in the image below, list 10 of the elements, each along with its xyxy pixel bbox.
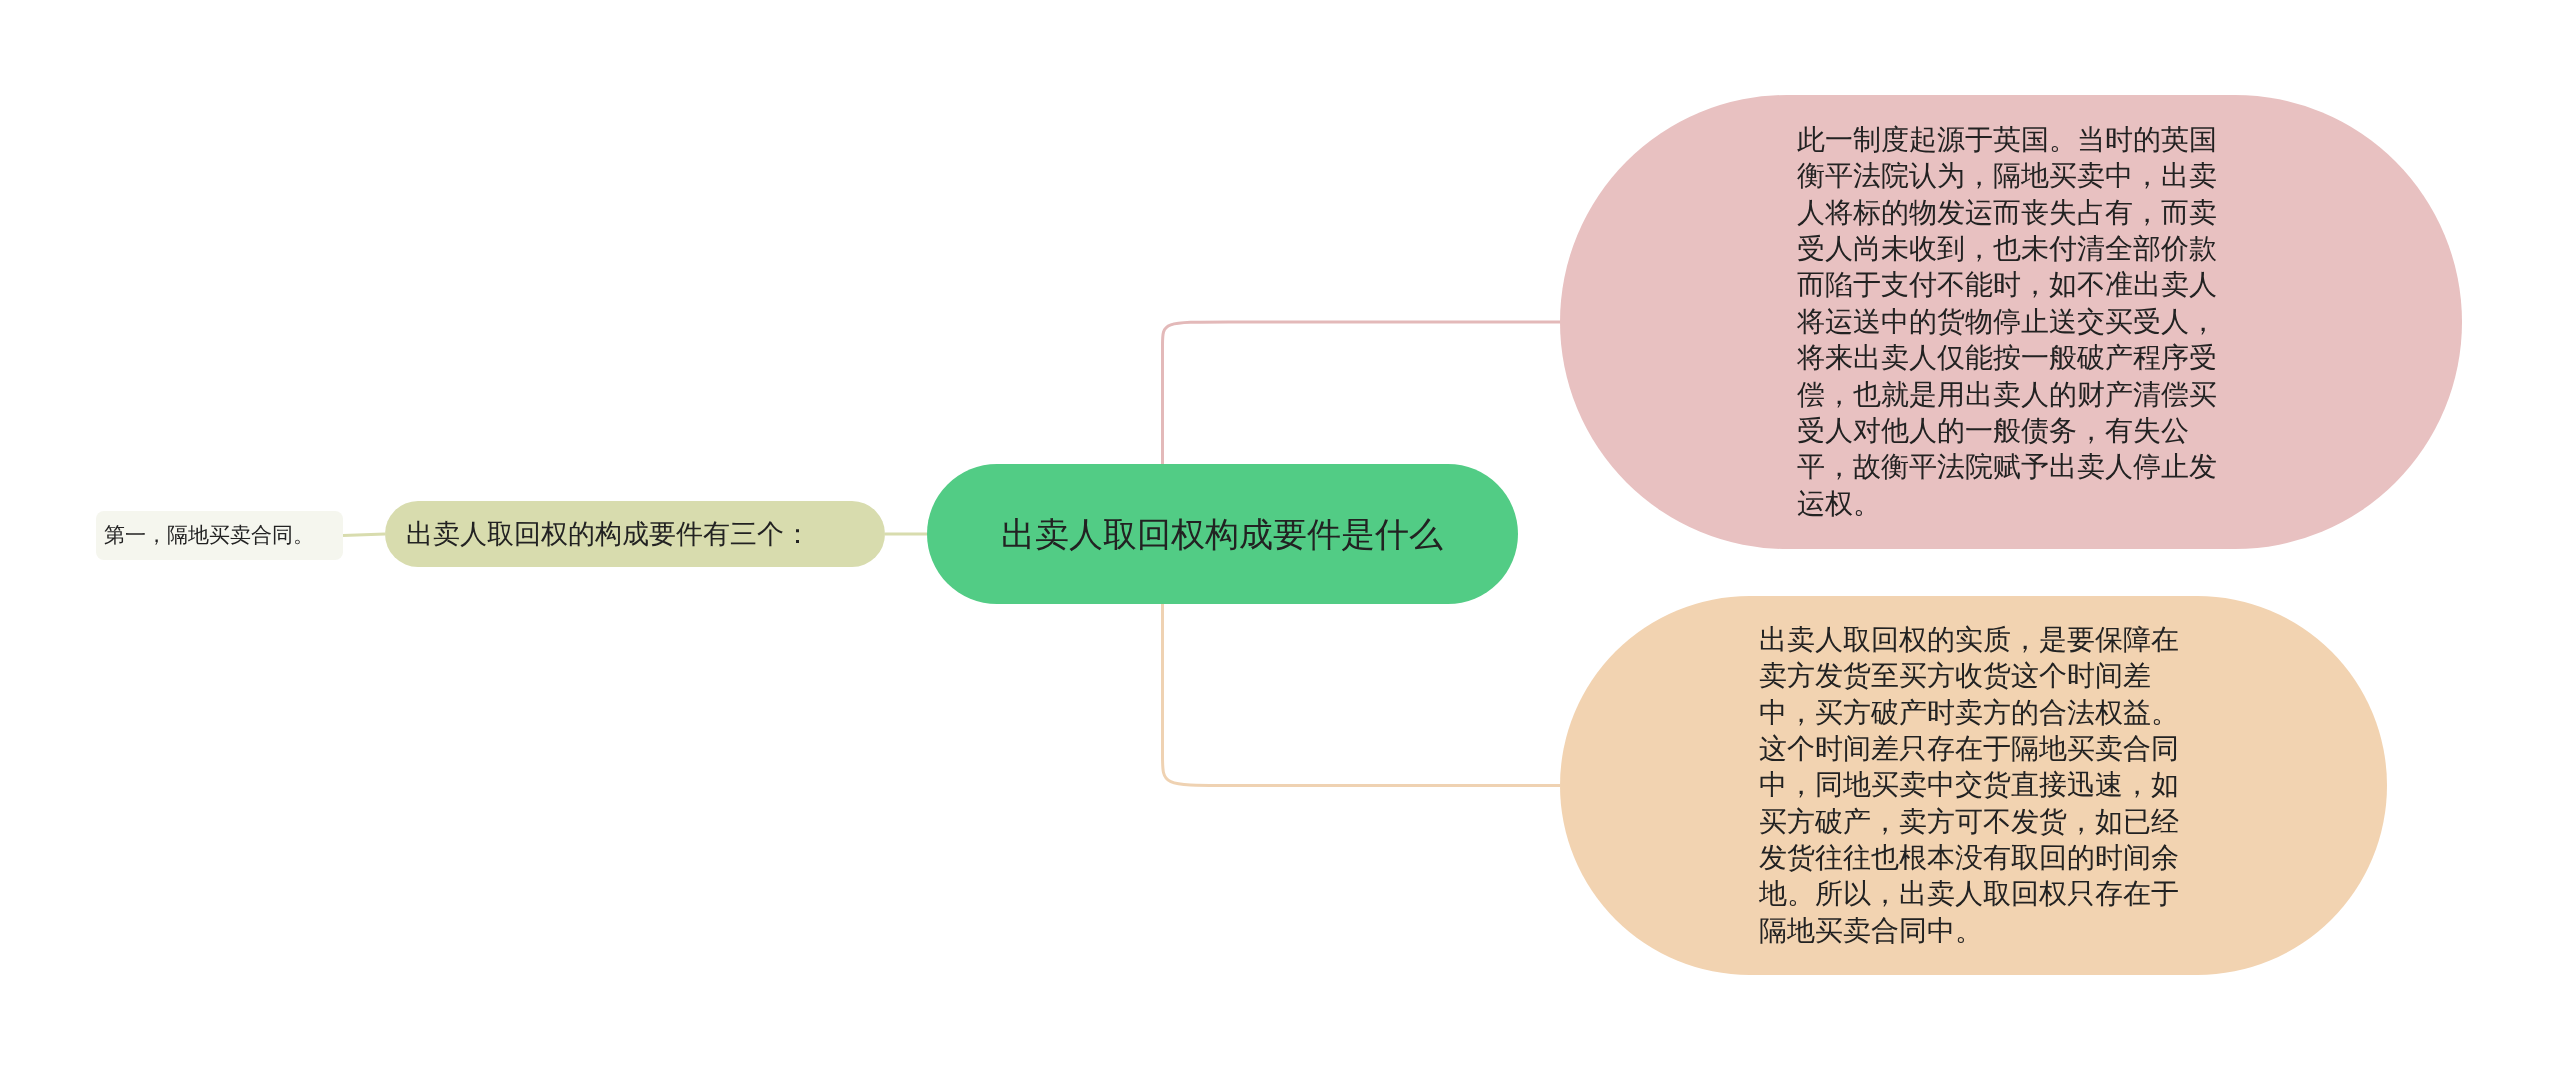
node-text: 出卖人取回权的实质，是要保障在卖方发货至买方收货这个时间差中，买方破产时卖方的合法权益。这个时间差只存在于隔地买卖合同中，同地买卖中交货直接迅速，如买方破产，卖方可不发货，如已经发货往往也根本没有取回的时间余地。所以，出卖人取回权只存在于隔地买卖合同中。	[1759, 621, 2181, 949]
node-text: 出卖人取回权的构成要件有三个：	[405, 517, 812, 552]
connector-line	[342, 532, 386, 537]
node-text: 此一制度起源于英国。当时的英国衡平法院认为，隔地买卖中，出卖人将标的物发运而丧失占有，而卖受人尚未收到，也未付清全部价款而陷于支付不能时，如不准出卖人将运送中的货物停止送交买受人，将来出卖人仅能按一般破产程序受偿，也就是用出卖人的财产清偿买受人对他人的一般债务，有失公平，故衡平法院赋予出卖人停止发运权。	[1796, 121, 2218, 522]
node-text: 出卖人取回权构成要件是什么	[1000, 512, 1445, 556]
topic-node	[96, 511, 343, 560]
connector-line	[1161, 604, 1560, 787]
connector-line	[1161, 320, 1560, 464]
node-text: 第一，隔地买卖合同。	[104, 521, 315, 549]
connector-line	[885, 532, 927, 536]
